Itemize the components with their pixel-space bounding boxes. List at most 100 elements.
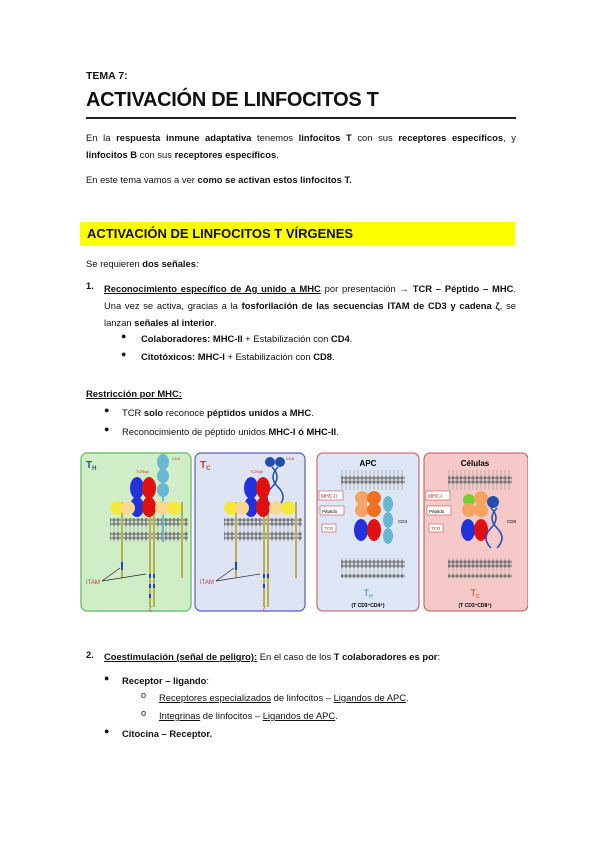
- text-run: de linfocitos –: [200, 710, 263, 721]
- svg-text:TCR: TCR: [431, 526, 441, 531]
- svg-text:TCRαβ: TCRαβ: [250, 469, 264, 474]
- text-run: linfocitos T: [298, 132, 352, 143]
- circle-bullet-icon: o: [141, 708, 147, 718]
- text-run: + Estabilización con: [242, 333, 331, 344]
- item2-bullet-2: Citocina – Receptor.: [122, 726, 552, 743]
- requirements-line: Se requieren dos señales:: [86, 256, 516, 273]
- text-run: tenemos: [251, 132, 299, 143]
- text-run: MHC-I ó MHC-II: [268, 426, 337, 437]
- item2-subbullet-1: Receptores especializados de linfocitos …: [159, 690, 589, 707]
- section-heading-bar: ACTIVACIÓN DE LINFOCITOS T VÍRGENES: [80, 222, 515, 245]
- text-run: Coestimulación (señal de peligro):: [104, 651, 258, 662]
- bullet-icon: ●: [104, 726, 110, 736]
- bullet-icon: ●: [121, 331, 127, 341]
- svg-text:APC: APC: [360, 459, 377, 468]
- restriction-bullet-2: Reconocimiento de péptido unidos MHC-I ó…: [122, 424, 552, 441]
- bullet-icon: ●: [104, 673, 110, 683]
- text-run: , y: [503, 132, 516, 143]
- text-run: T colaboradores es por: [333, 651, 438, 662]
- text-run: Receptor – ligando: [122, 675, 207, 686]
- svg-text:(T CD3⁺CD8⁺): (T CD3⁺CD8⁺): [458, 603, 491, 609]
- text-run: + Estabilización con: [224, 351, 314, 362]
- svg-text:ζ: ζ: [263, 607, 266, 612]
- restriction-bullet-1: TCR solo reconoce péptidos unidos a MHC.: [122, 405, 552, 422]
- text-run: Ligandos de APC: [333, 692, 407, 703]
- svg-text:TH: TH: [363, 588, 373, 600]
- panel-tc: TC CD8 TCRαβ ITAM ζ: [194, 452, 306, 612]
- text-run: Receptores especializados: [159, 692, 272, 703]
- list-number-1: 1.: [86, 280, 94, 291]
- item1-bullet-1: Colaboradores: MHC-II + Estabilización c…: [141, 331, 571, 348]
- text-run: Restricción por MHC:: [86, 388, 182, 399]
- text-run: Colaboradores: MHC-II: [141, 333, 243, 344]
- text-run: .: [406, 692, 409, 703]
- title-underline: [86, 117, 516, 119]
- text-run: , se lanzan: [104, 300, 516, 328]
- text-run: con sus: [351, 132, 399, 143]
- text-run: TCR – Péptido – MHC: [412, 283, 514, 294]
- svg-text:ζ: ζ: [149, 607, 152, 612]
- text-run: En este tema vamos a ver: [86, 174, 198, 185]
- text-run: dos señales: [142, 258, 196, 269]
- svg-text:Células: Células: [461, 459, 490, 468]
- text-run: .: [335, 710, 338, 721]
- svg-text:TCR: TCR: [324, 526, 334, 531]
- text-run: como se activan estos linfocitos T.: [197, 174, 352, 185]
- text-run: Ligandos de APC: [262, 710, 336, 721]
- page-title: ACTIVACIÓN DE LINFOCITOS T: [86, 89, 379, 111]
- text-run: respuesta inmune adaptativa: [116, 132, 252, 143]
- text-run: :: [195, 258, 199, 269]
- text-run: .: [331, 351, 335, 362]
- cd4-icon: [157, 454, 169, 542]
- text-run: .: [336, 426, 339, 437]
- text-run: de linfocitos –: [271, 692, 334, 703]
- bullet-icon: ●: [121, 349, 127, 359]
- tcr-complex-figure: TH CD4 TCRαβ ITAM ζ TC: [80, 452, 528, 612]
- item1-text: Reconocimiento específico de Ag unido a …: [104, 280, 516, 331]
- tc-label: TC: [200, 460, 211, 472]
- text-run: receptores específicos: [174, 148, 277, 160]
- restriction-heading: Restricción por MHC:: [86, 386, 516, 403]
- list-number-2: 2.: [86, 649, 94, 660]
- bullet-icon: ●: [104, 405, 110, 415]
- text-run: CD4: [330, 333, 350, 344]
- text-run: CD8: [313, 351, 332, 362]
- intro-paragraph-2: En este tema vamos a ver como se activan…: [86, 172, 516, 189]
- text-run: .: [349, 333, 353, 344]
- text-run: En la: [86, 132, 117, 143]
- svg-text:CD4: CD4: [398, 519, 407, 524]
- bullet-icon: ●: [104, 424, 110, 434]
- svg-text:Péptido: Péptido: [322, 509, 338, 514]
- item2-bullet-1: Receptor – ligando:: [122, 673, 552, 690]
- panel-cells: Células MHC-I Péptido TCR CD8 TC (T CD3⁺…: [423, 452, 528, 612]
- text-run: fosforilación de las secuencias ITAM de …: [241, 300, 500, 311]
- svg-text:ITAM: ITAM: [200, 580, 214, 586]
- text-run: Se requieren: [86, 258, 143, 269]
- svg-text:Péptido: Péptido: [429, 509, 445, 514]
- text-run: receptores específicos: [398, 132, 504, 143]
- text-run: .: [311, 407, 314, 418]
- text-run: reconoce: [163, 407, 207, 418]
- text-run: con sus: [137, 148, 175, 160]
- svg-text:CD8: CD8: [507, 519, 516, 524]
- text-run: Reconocimiento de péptido unidos: [122, 426, 269, 437]
- svg-text:TC: TC: [470, 588, 480, 600]
- text-run: señales al interior: [134, 317, 214, 328]
- th-label: TH: [86, 460, 96, 472]
- svg-text:MHC-II: MHC-II: [321, 494, 337, 500]
- text-run: . Una vez se activa, gracias a la: [104, 283, 517, 311]
- text-run: .: [213, 317, 217, 328]
- text-run: Citotóxicos: MHC-I: [141, 351, 225, 362]
- svg-text:CD4: CD4: [172, 456, 181, 461]
- item2-text: Coestimulación (señal de peligro): En el…: [104, 649, 534, 666]
- circle-bullet-icon: o: [141, 690, 147, 700]
- svg-text:CD8: CD8: [286, 456, 295, 461]
- text-run: TCR: [122, 407, 144, 418]
- intro-paragraph: En la respuesta inmune adaptativa tenemo…: [86, 130, 516, 163]
- text-run: por presentación →: [320, 283, 413, 294]
- svg-text:TCRαβ: TCRαβ: [136, 469, 150, 474]
- text-run: linfocitos B: [86, 148, 138, 160]
- topic-label: TEMA 7:: [86, 70, 128, 82]
- text-run: En el caso de los: [257, 651, 334, 662]
- panel-th: TH CD4 TCRαβ ITAM ζ: [80, 452, 192, 612]
